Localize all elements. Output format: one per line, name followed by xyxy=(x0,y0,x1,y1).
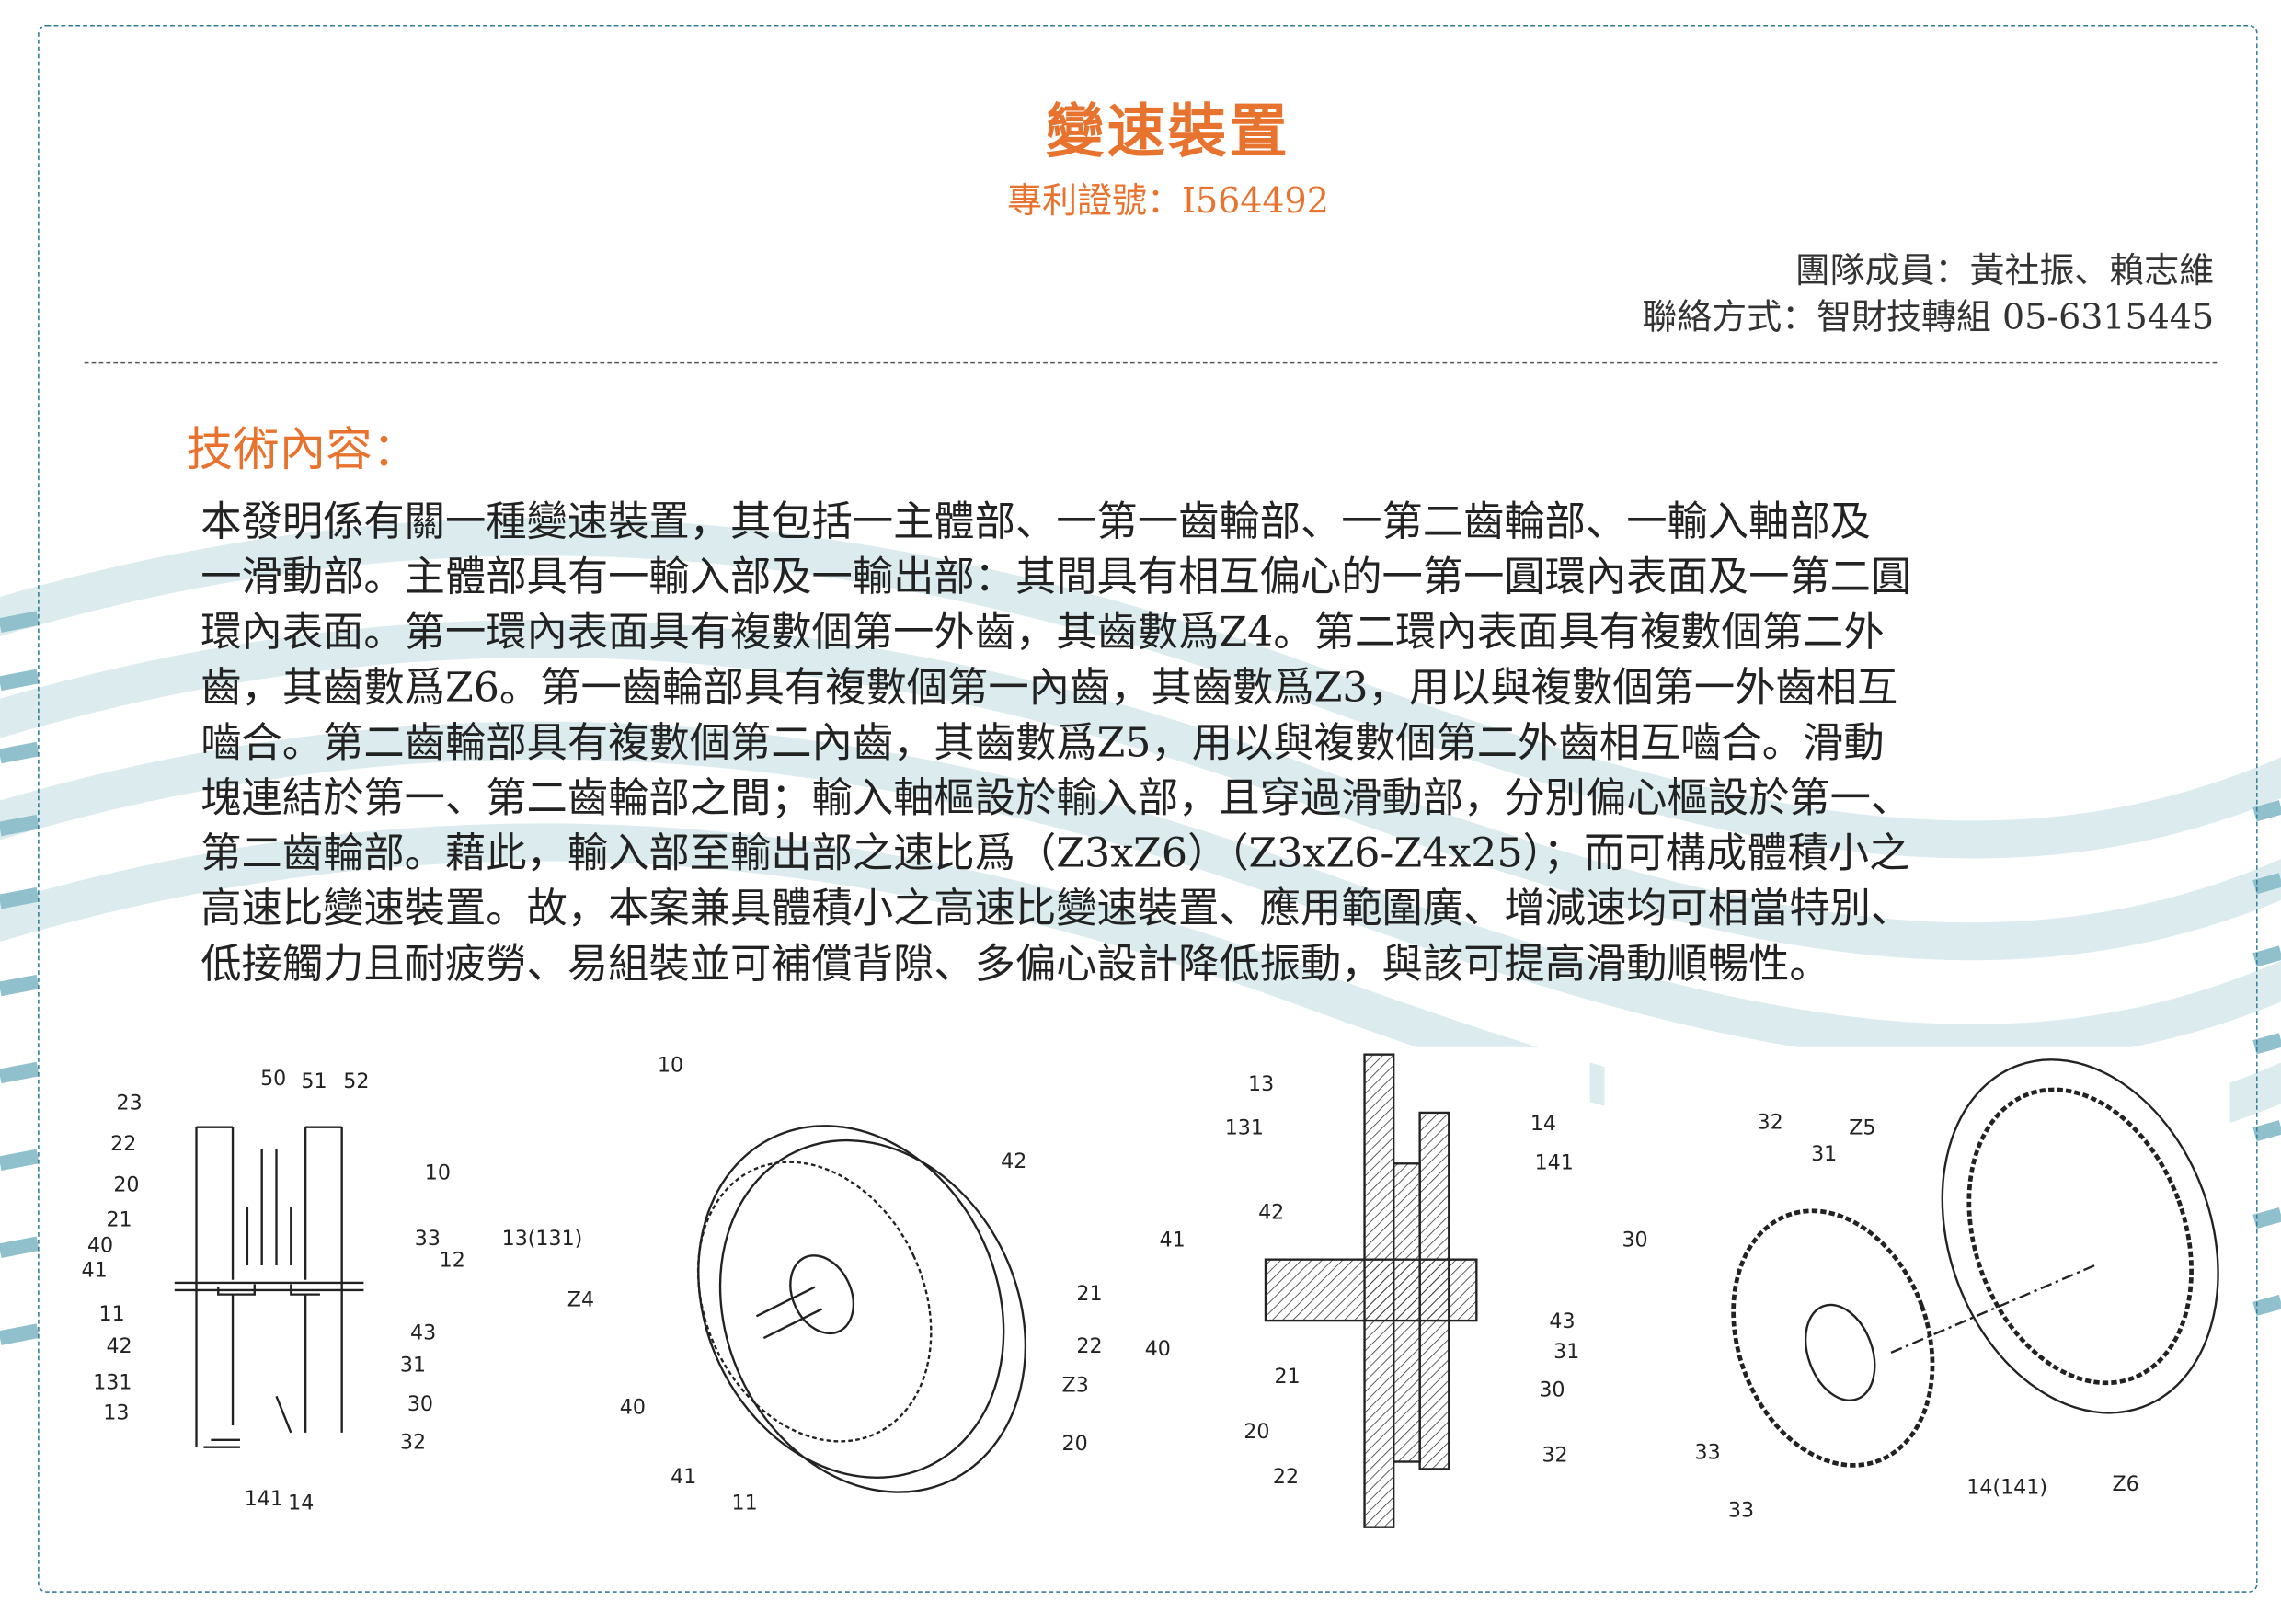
fig1-label: 13 xyxy=(103,1401,129,1425)
fig2-label: 10 xyxy=(658,1054,683,1078)
fig1-label: 33 xyxy=(415,1227,441,1251)
fig3-label: 31 xyxy=(1553,1340,1579,1364)
fig1-label: 51 xyxy=(301,1069,327,1093)
fig2-label: 20 xyxy=(1062,1432,1088,1456)
fig1-label: 22 xyxy=(110,1132,136,1156)
fig1-label: 50 xyxy=(260,1067,286,1091)
fig1-label: 21 xyxy=(106,1207,132,1231)
fig2-label: 42 xyxy=(1001,1149,1026,1173)
fig3-label: 41 xyxy=(1160,1228,1186,1252)
figure-1-schematic xyxy=(175,1127,364,1447)
fig1-label: 20 xyxy=(113,1172,139,1196)
figure-2-disc xyxy=(642,1076,1082,1543)
fig4-label: Z5 xyxy=(1849,1116,1875,1140)
fig1-label: 12 xyxy=(440,1249,465,1273)
fig2-label: 40 xyxy=(620,1395,646,1419)
fig2-label: 21 xyxy=(1076,1282,1102,1306)
fig3-label: 40 xyxy=(1145,1337,1171,1361)
fig3-label: 14 xyxy=(1530,1112,1556,1136)
figure-4-exploded-gears xyxy=(1700,1021,2266,1493)
fig4-label: 30 xyxy=(1622,1228,1647,1252)
fig1-label: 43 xyxy=(410,1321,436,1345)
fig2-label: 22 xyxy=(1076,1334,1102,1358)
fig1-label: 41 xyxy=(82,1259,108,1283)
fig3-label: 30 xyxy=(1539,1378,1565,1401)
fig3-label: 43 xyxy=(1549,1309,1575,1333)
fig4-label: Z6 xyxy=(2112,1472,2138,1496)
fig2-label: 13(131) xyxy=(502,1227,583,1251)
fig2-label: Z4 xyxy=(567,1287,594,1311)
fig1-label: 141 xyxy=(245,1487,283,1511)
fig3-label: 20 xyxy=(1244,1420,1269,1444)
fig4-label: 33 xyxy=(1695,1440,1721,1464)
fig3-label: 22 xyxy=(1273,1465,1299,1489)
fig1-label: 40 xyxy=(87,1234,113,1258)
fig3-label: 32 xyxy=(1542,1444,1567,1468)
fig4-label: 32 xyxy=(1758,1110,1783,1134)
fig2-label: 11 xyxy=(732,1492,758,1515)
fig1-label: 10 xyxy=(425,1161,451,1185)
fig3-label: 21 xyxy=(1274,1365,1300,1389)
fig1-label: 31 xyxy=(400,1353,426,1377)
fig2-label: 41 xyxy=(671,1465,696,1489)
fig1-label: 42 xyxy=(106,1334,132,1358)
fig1-label: 11 xyxy=(99,1302,125,1326)
fig1-label: 131 xyxy=(93,1370,132,1394)
fig1-label: 14 xyxy=(288,1492,314,1515)
fig1-label: 52 xyxy=(343,1069,369,1093)
fig1-label: 30 xyxy=(407,1392,433,1416)
fig4-label: 31 xyxy=(1811,1142,1837,1166)
figure-3-cross-section xyxy=(1266,1055,1476,1527)
fig4-label: 33 xyxy=(1728,1499,1754,1523)
fig3-label: 42 xyxy=(1258,1200,1284,1224)
fig3-label: 131 xyxy=(1225,1116,1264,1140)
fig3-label: 13 xyxy=(1248,1072,1274,1096)
fig1-label: 32 xyxy=(400,1430,426,1454)
fig3-label: 141 xyxy=(1535,1151,1574,1175)
fig4-label: 14(141) xyxy=(1966,1475,2047,1499)
fig2-label: Z3 xyxy=(1062,1374,1089,1398)
fig1-label: 23 xyxy=(117,1092,143,1115)
